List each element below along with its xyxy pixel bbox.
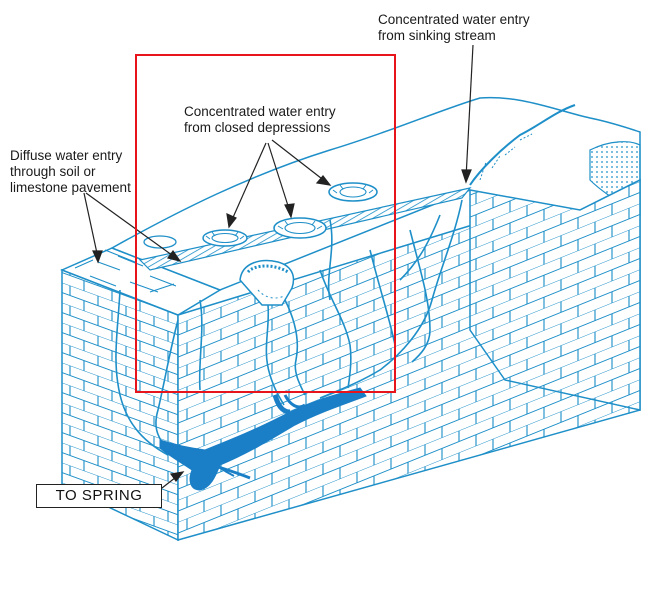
label-line: from closed depressions [184, 120, 331, 135]
doline-4 [143, 235, 177, 249]
conduit-system [159, 387, 367, 491]
to-spring-label: TO SPRING [36, 484, 162, 508]
label-closed-depressions: Concentrated water entry from closed dep… [184, 104, 336, 136]
label-line: through soil or [10, 164, 96, 179]
collapse-doline [239, 259, 295, 306]
label-line: from sinking stream [378, 28, 496, 43]
doline-3 [328, 182, 378, 202]
sinking-stream-channel [469, 104, 576, 186]
doline-1 [202, 229, 248, 247]
label-sinking-stream: Concentrated water entry from sinking st… [378, 12, 530, 44]
label-arrows [83, 44, 474, 489]
valley-wall [469, 178, 641, 411]
highlight-box [135, 54, 396, 393]
label-line: limestone pavement [10, 180, 131, 195]
label-line: Concentrated water entry [378, 12, 530, 27]
valley-slope [469, 104, 641, 411]
label-line: Diffuse water entry [10, 148, 123, 163]
main-conduit [159, 387, 367, 491]
fracture-network [115, 199, 463, 456]
doline-2 [273, 217, 327, 239]
closed-depressions [143, 182, 378, 306]
label-diffuse-entry: Diffuse water entry through soil or lime… [10, 148, 131, 196]
label-line: Concentrated water entry [184, 104, 336, 119]
